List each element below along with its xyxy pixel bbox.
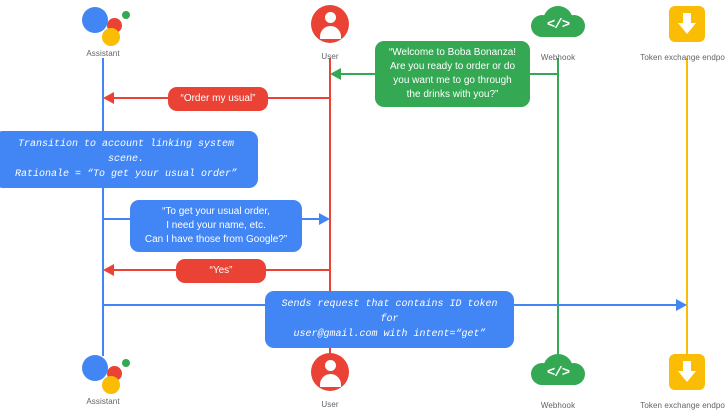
token-download-icon [627, 354, 725, 398]
lifeline-webhook [557, 58, 559, 356]
actor-label-token-endpoint: Token exchange endpoint [640, 53, 725, 62]
lifeline-user [329, 58, 331, 356]
actor-label-user: User [321, 400, 339, 409]
actor-token-endpoint-bottom: Token exchange endpoint [627, 350, 725, 411]
message-bubble-welcome: “Welcome to Boba Bonanza! Are you ready … [375, 41, 530, 107]
message-bubble-need-your-name: “To get your usual order, I need your na… [130, 200, 302, 252]
actor-token-endpoint-top: Token exchange endpoint [627, 2, 725, 63]
cloud-code-icon: </> [498, 354, 618, 398]
note-sends-request: Sends request that contains ID token for… [265, 291, 514, 348]
actor-user-top: User [270, 2, 390, 62]
google-assistant-icon [43, 2, 163, 46]
actor-label-assistant: Assistant [86, 397, 120, 406]
actor-webhook-top: </> Webhook [498, 2, 618, 63]
arrow-head-yes [103, 264, 114, 276]
actor-label-webhook: Webhook [540, 401, 576, 410]
actor-label-assistant: Assistant [86, 49, 120, 58]
lifeline-token-endpoint [686, 58, 688, 356]
arrow-head-order-my-usual [103, 92, 114, 104]
message-bubble-yes: “Yes” [176, 259, 266, 283]
actor-webhook-bottom: </> Webhook [498, 350, 618, 411]
actor-assistant-bottom: Assistant [43, 350, 163, 407]
note-transition-account-linking: Transition to account linking system sce… [0, 131, 258, 188]
arrow-head-sends-request [676, 299, 687, 311]
actor-assistant-top: Assistant [43, 2, 163, 59]
user-avatar-icon [270, 5, 390, 49]
user-avatar-icon [270, 353, 390, 397]
lifeline-assistant [102, 58, 104, 356]
google-assistant-icon [43, 350, 163, 394]
cloud-code-icon: </> [498, 6, 618, 50]
actor-label-webhook: Webhook [540, 53, 576, 62]
arrow-head-welcome [330, 68, 341, 80]
actor-label-token-endpoint: Token exchange endpoint [640, 401, 725, 410]
arrow-head-need-your-name [319, 213, 330, 225]
message-bubble-order-my-usual: “Order my usual” [168, 87, 268, 111]
token-download-icon [627, 6, 725, 50]
actor-user-bottom: User [270, 350, 390, 410]
actor-label-user: User [321, 52, 339, 61]
